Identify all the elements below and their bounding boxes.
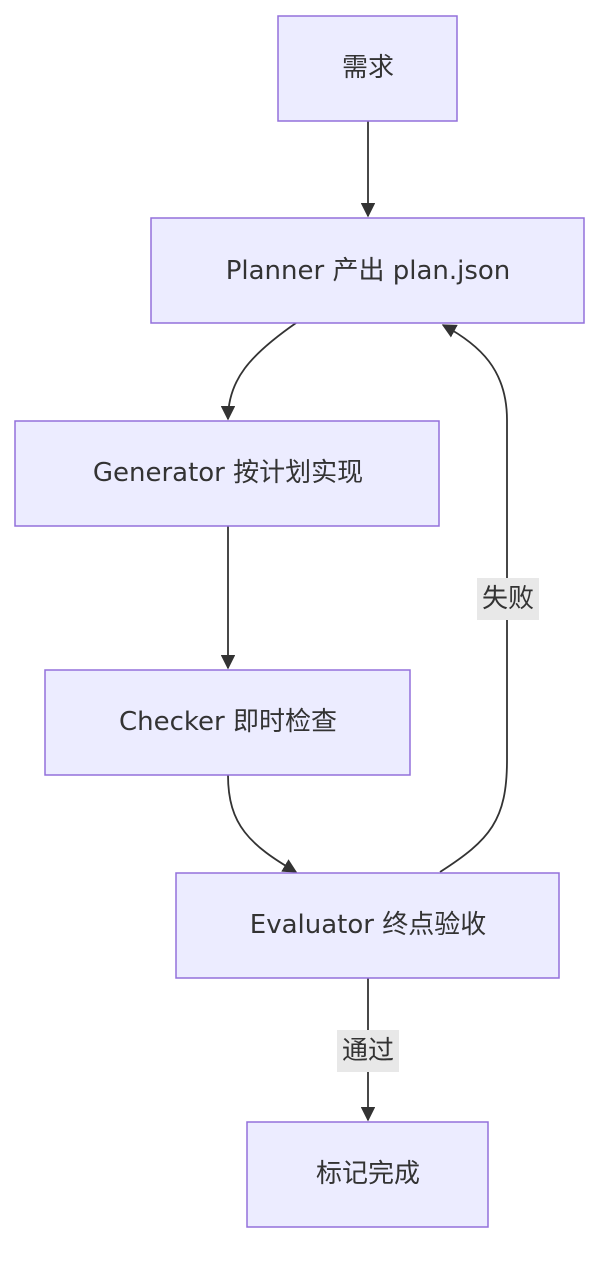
node-requirement-label: 需求	[342, 53, 394, 83]
node-done: 标记完成	[246, 1121, 489, 1228]
node-generator-label: Generator 按计划实现	[93, 458, 363, 488]
node-evaluator-label: Evaluator 终点验收	[250, 910, 486, 940]
edge-checker-to-evaluator	[227, 774, 298, 873]
edge-label-fail: 失败	[477, 578, 539, 620]
edge-planner-to-generator	[220, 322, 297, 421]
node-evaluator: Evaluator 终点验收	[175, 872, 560, 979]
node-planner-label: Planner 产出 plan.json	[226, 256, 511, 286]
node-planner: Planner 产出 plan.json	[150, 217, 585, 324]
node-requirement: 需求	[277, 15, 458, 122]
edge-evaluator-to-planner-fail	[439, 324, 508, 873]
node-checker-label: Checker 即时检查	[119, 707, 337, 737]
node-done-label: 标记完成	[316, 1159, 420, 1189]
node-checker: Checker 即时检查	[44, 669, 411, 776]
edge-label-pass-text: 通过	[342, 1036, 394, 1066]
edge-label-pass: 通过	[337, 1030, 399, 1072]
edge-label-fail-text: 失败	[482, 584, 534, 614]
node-generator: Generator 按计划实现	[14, 420, 440, 527]
